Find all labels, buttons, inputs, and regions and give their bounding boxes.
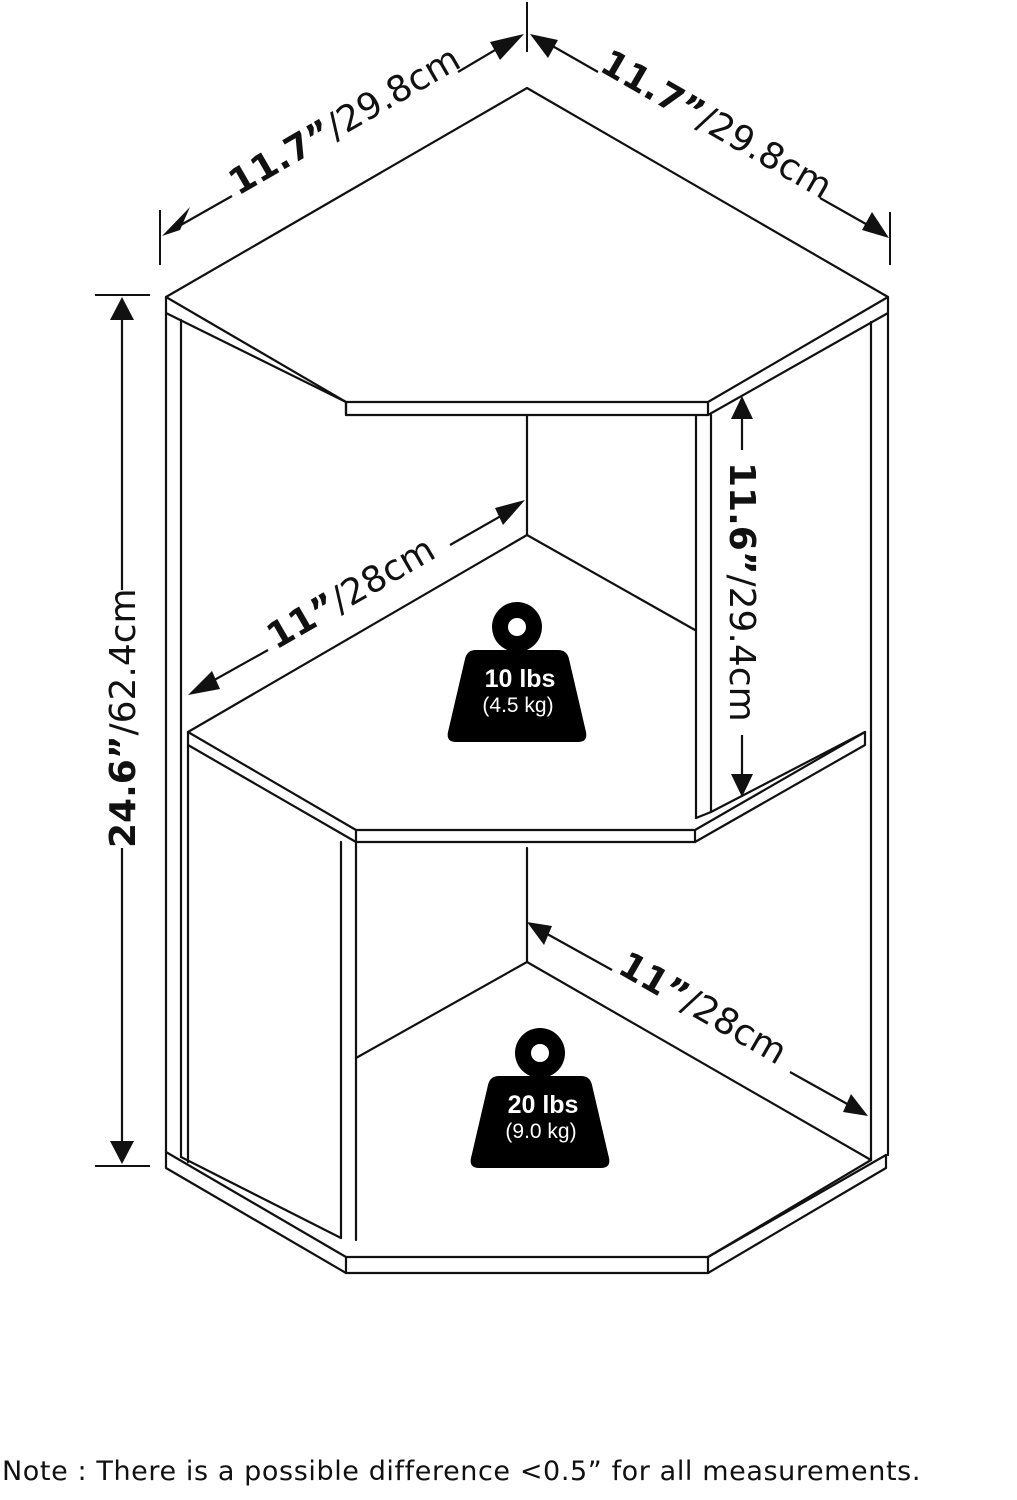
arrowhead [731,396,753,419]
weight-capacity-icon [447,602,587,742]
bottom-panel [164,1150,888,1275]
lower-weight-lbs: 20 lbs [508,1091,579,1119]
total-height-label: 24.6”/62.4cm [103,588,144,848]
left-side-panel [164,311,183,1159]
arrowhead [843,1094,868,1116]
middle-shelf [186,730,867,844]
upper-shelf-height-label: 11.6”/29.4cm [721,462,762,722]
right-side-panel [869,311,890,1162]
dimension-lines [95,2,891,1167]
arrowhead [110,1141,134,1164]
arrowhead [110,297,134,320]
upper-divider [694,413,713,820]
dimension-labels: 11.7”/29.8cm 11.7”/29.8cm 24.6”/62.4cm 1… [103,38,839,1073]
weight-upper: 10 lbs (4.5 kg) [447,602,587,742]
top-right-depth-label: 11.7”/29.8cm [594,42,839,207]
arrowhead [162,207,190,236]
arrowhead [490,34,524,60]
lower-shelf-depth-label: 11”/28cm [612,944,794,1073]
arrowhead [527,922,552,945]
weight-capacity-icon [470,1028,610,1168]
upper-weight-kg: (4.5 kg) [482,694,553,717]
lower-divider [339,840,358,1242]
arrowhead [188,671,220,695]
shelf-outline [164,86,890,1275]
arrowhead [731,774,753,797]
weight-lower: 20 lbs (9.0 kg) [470,1028,610,1168]
arrowhead [530,34,558,58]
lower-weight-kg: (9.0 kg) [505,1120,576,1143]
measurement-note: Note : There is a possible difference <0… [2,1456,922,1487]
top-left-width-label: 11.7”/29.8cm [222,38,467,203]
arrowhead [495,500,525,525]
arrowhead [862,212,889,238]
upper-weight-lbs: 10 lbs [485,665,556,693]
